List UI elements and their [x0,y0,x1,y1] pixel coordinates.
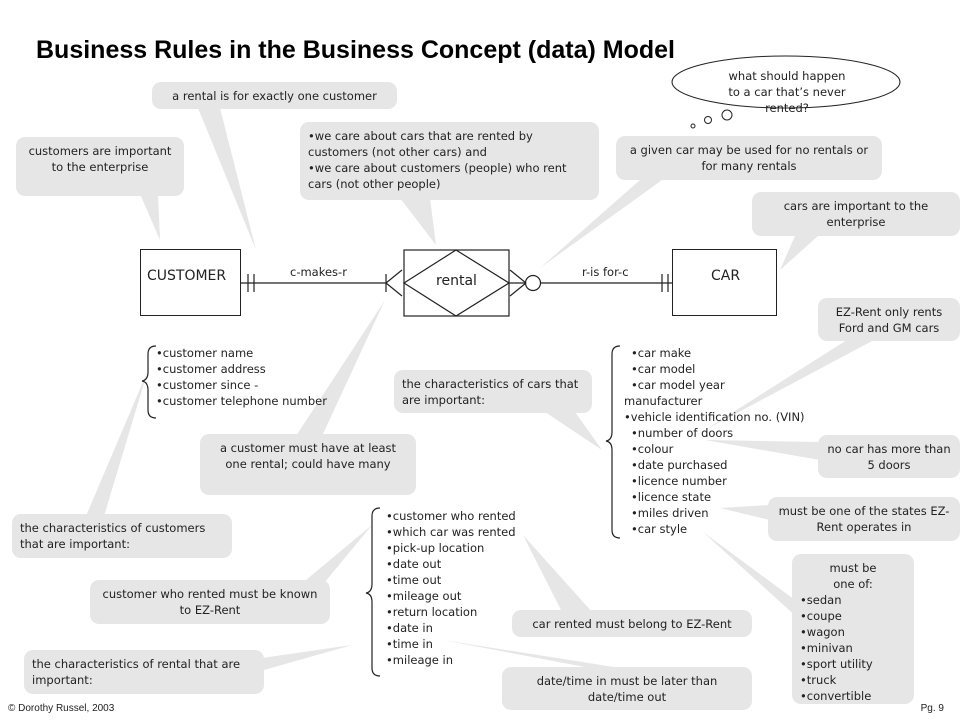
rental-attribute: return location [386,604,516,620]
callout-car-belong: car rented must belong to EZ-Rent [512,610,752,637]
footer-page-number: Pg. 9 [920,703,944,714]
relationship-r-is-for-c: r-is for-c [582,265,629,279]
car-attributes: car make car model car model year manufa… [624,345,831,537]
rental-attribute: date in [386,620,516,636]
pointer-customer-char [86,370,148,516]
pointer-given-car [540,180,662,268]
rental-attributes: customer who rented which car was rented… [386,508,516,668]
page-title: Business Rules in the Business Concept (… [36,36,676,64]
callout-no-car-doors: no car has more than 5 doors [818,435,960,478]
customer-attributes: customer name customer address customer … [156,345,327,409]
style-item: sedan [800,592,906,608]
rental-attribute: pick-up location [386,540,516,556]
customer-attribute: customer telephone number [156,393,327,409]
car-attribute: date purchased [631,457,831,473]
pointer-rental-char [262,645,352,670]
entity-rental-label: rental [436,273,477,289]
rental-attribute: customer who rented [386,508,516,524]
callout-car-characteristics: the characteristics of cars that are imp… [394,370,592,413]
entity-car: CAR [672,249,777,316]
car-attribute: licence number [631,473,831,489]
style-item: sport utility [800,656,906,672]
callout-customer-at-least: a customer must have at least one rental… [200,434,416,495]
callout-customers-important: customers are important to the enterpris… [16,137,184,196]
pointer-car-belong [523,535,592,612]
we-care-item: we care about customers (people) who ren… [308,160,591,192]
car-attribute: car style [631,521,831,537]
callout-car-styles: must be one of: sedan coupe wagon miniva… [792,554,914,704]
customer-attribute: customer since - [156,377,327,393]
car-attribute: miles driven [631,505,831,521]
pointer-we-care [400,198,436,245]
we-care-item: we care about cars that are rented by cu… [308,128,591,160]
callout-one-customer: a rental is for exactly one customer [152,82,397,109]
pointer-one-customer [198,108,256,250]
callout-given-car: a given car may be used for no rentals o… [616,136,882,180]
car-attribute: car make [631,345,831,361]
callout-states: must be one of the states EZ-Rent operat… [768,497,960,541]
rental-attribute: mileage out [386,588,516,604]
rental-attribute: time in [386,636,516,652]
pointer-cars-important [780,236,818,270]
pointer-customers-important [140,194,160,240]
callout-cars-important: cars are important to the enterprise [752,192,960,236]
callout-we-care: we care about cars that are rented by cu… [300,122,599,200]
pointer-ez-rent [705,338,874,430]
callout-rental-characteristics: the characteristics of rental that are i… [24,650,264,694]
must-be-one-of-label: must be one of: [829,561,877,591]
style-item: coupe [800,608,906,624]
rental-attribute: time out [386,572,516,588]
style-item: convertible [800,688,906,704]
car-attribute: number of doors [631,425,831,441]
entity-customer-label: CUSTOMER [147,268,227,284]
car-attribute: vehicle identification no. (VIN) [624,409,831,425]
callout-customer-characteristics: the characteristics of customers that ar… [12,514,232,558]
thought-bubble: what should happen to a car that’s never… [728,69,846,115]
style-item: truck [800,672,906,688]
pointer-styles [703,532,800,620]
rental-attribute: date out [386,556,516,572]
rental-attribute: which car was rented [386,524,516,540]
customer-attribute: customer name [156,345,327,361]
customer-attribute: customer address [156,361,327,377]
pointer-car-char [545,412,602,450]
entity-customer: CUSTOMER [140,249,241,316]
callout-ez-rent: EZ-Rent only rents Ford and GM cars [818,298,960,341]
car-attribute: car model [631,361,831,377]
entity-car-label: CAR [711,268,741,284]
style-item: wagon [800,624,906,640]
style-item: minivan [800,640,906,656]
callout-customer-known: customer who rented must be known to EZ-… [90,580,330,624]
car-attribute: colour [631,441,831,457]
car-attribute: licence state [631,489,831,505]
rental-attribute: mileage in [386,652,516,668]
footer-copyright: © Dorothy Russel, 2003 [8,703,115,714]
car-attribute: car model year manufacturer [624,377,734,409]
relationship-c-makes-r: c-makes-r [290,265,347,279]
callout-date-later: date/time in must be later than date/tim… [502,667,752,710]
